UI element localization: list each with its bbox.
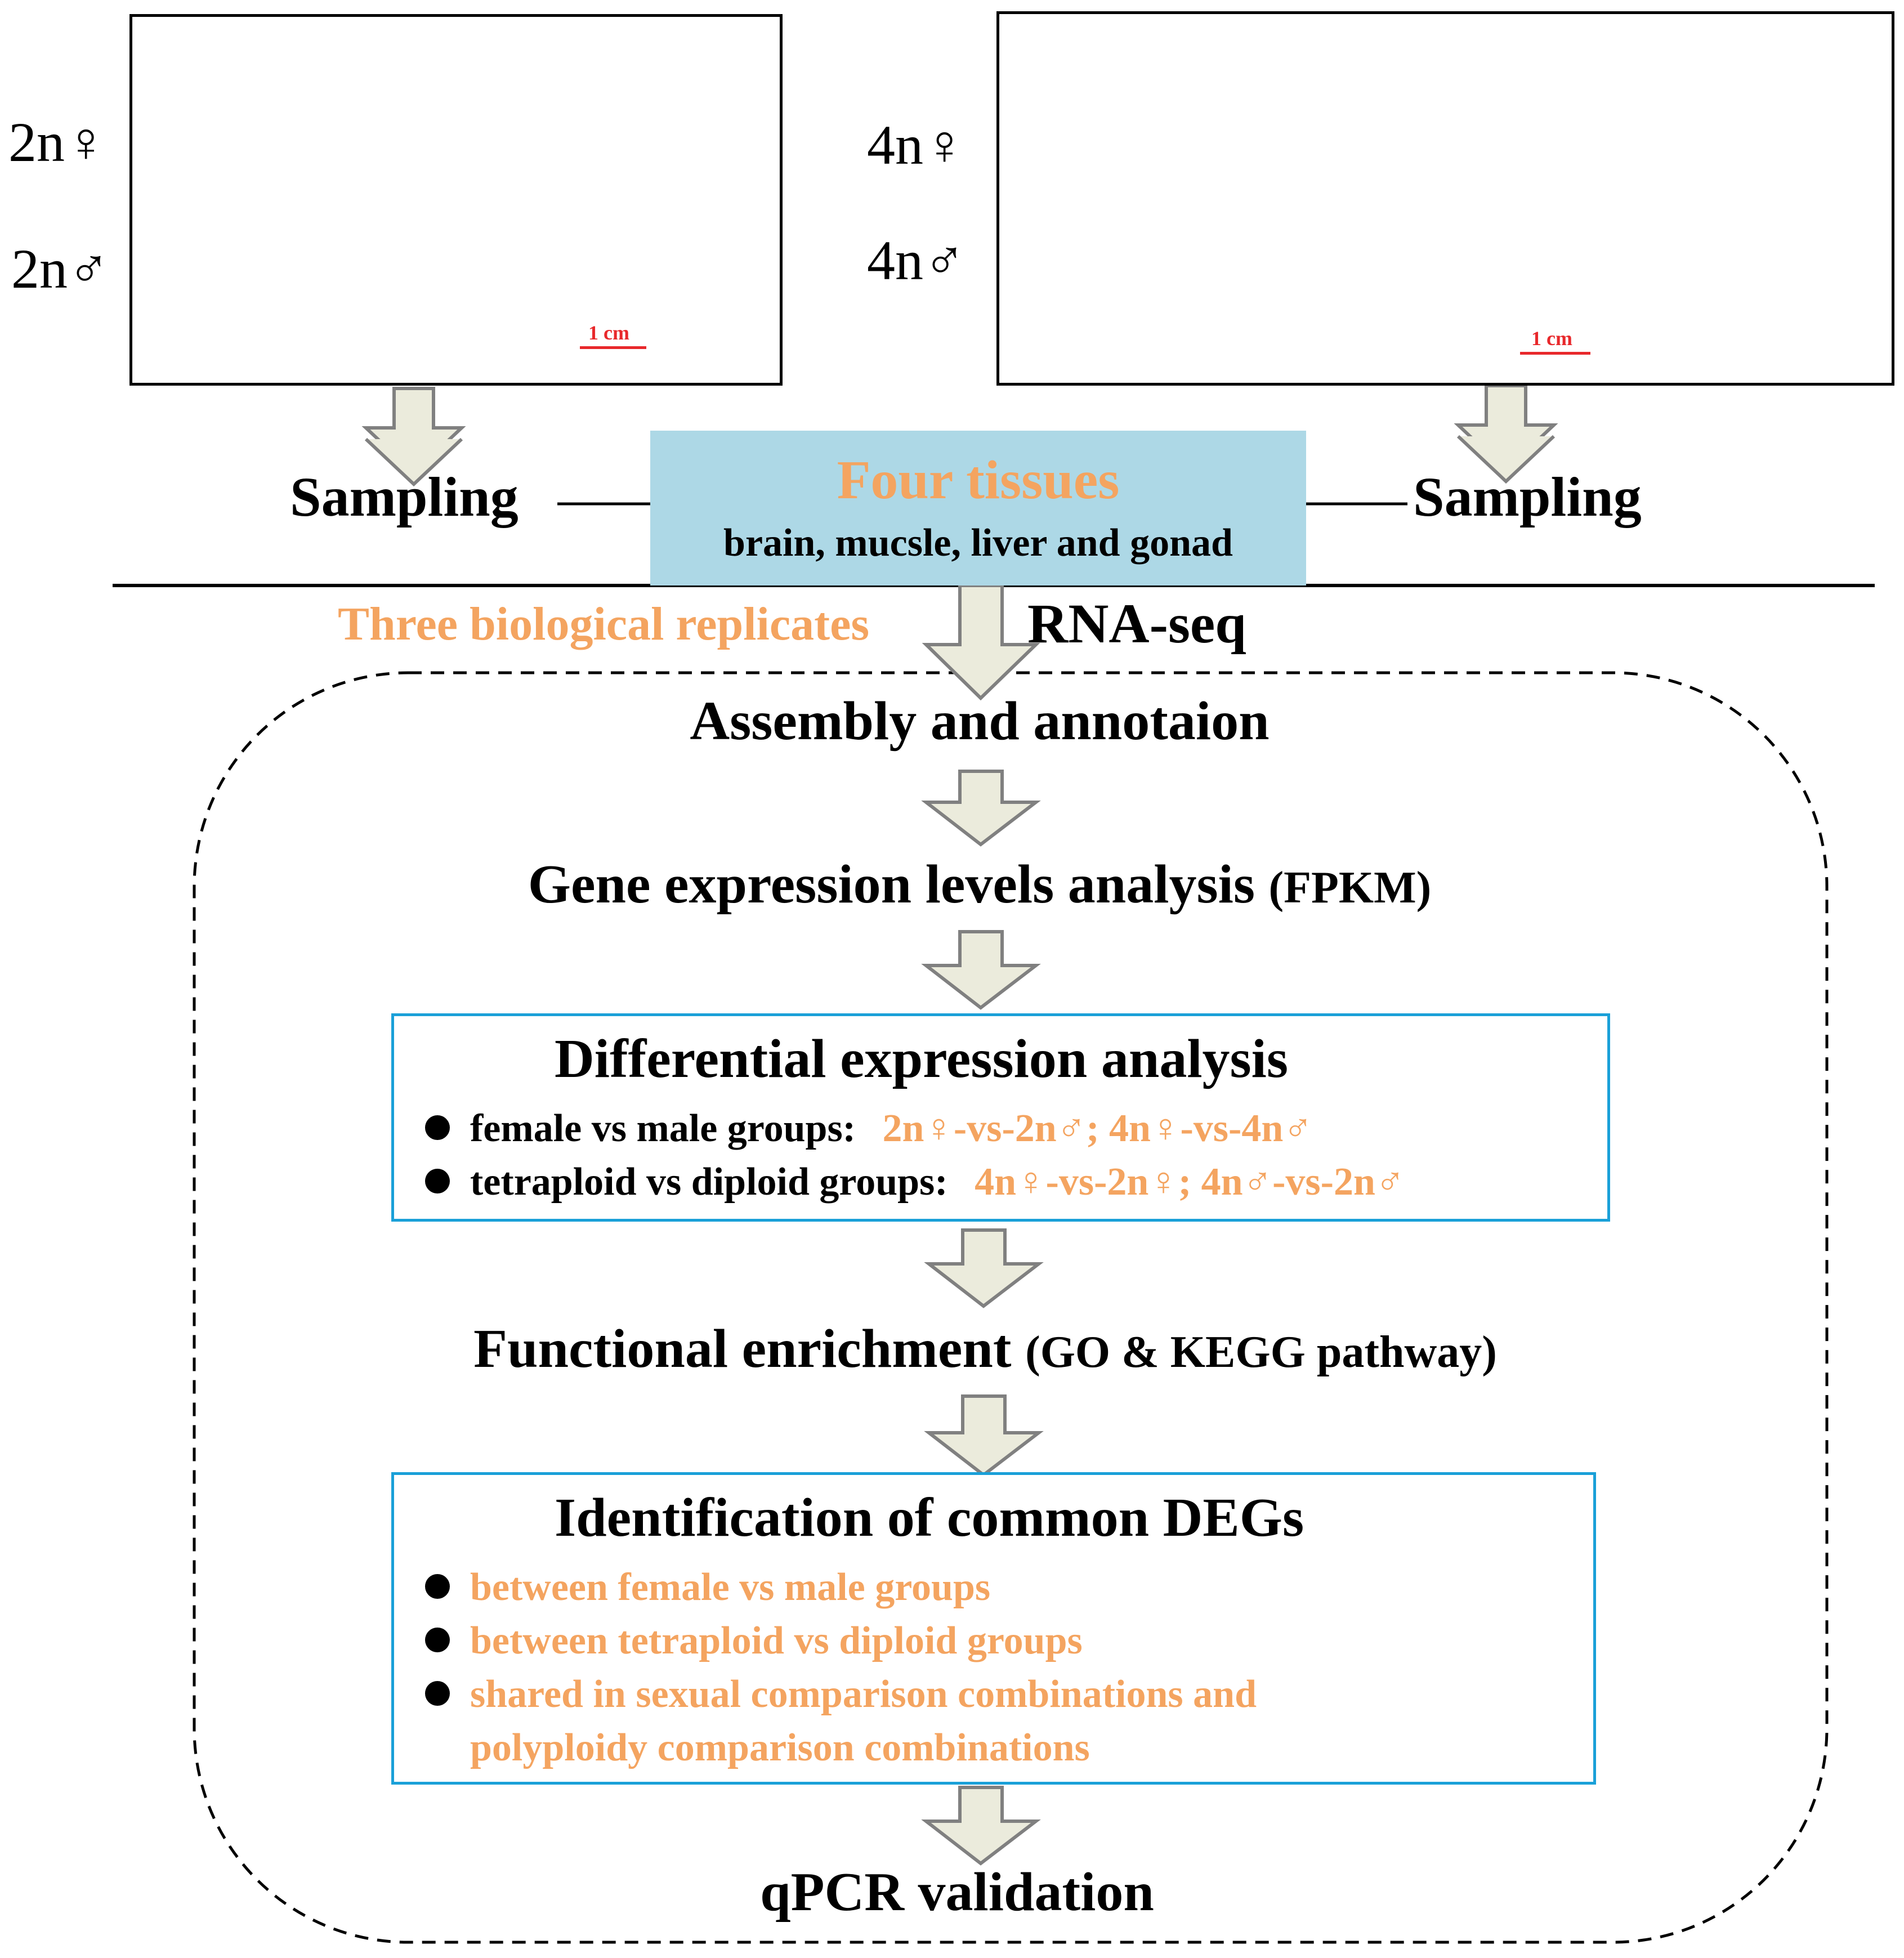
- sampling-right-label: Sampling: [1413, 466, 1642, 528]
- differential-row-ploidy-label: tetraploid vs diploid groups:: [470, 1160, 948, 1204]
- expression-step: Gene expression levels analysis (FPKM): [394, 853, 1565, 916]
- bullet-icon: [425, 1680, 450, 1706]
- arrow-down-icon-functional: [924, 1394, 1044, 1477]
- arrow-down-icon-assembly: [921, 770, 1041, 847]
- expression-step-note: (FPKM): [1268, 863, 1432, 913]
- bullet-icon: [425, 1115, 450, 1140]
- functional-step-main: Functional enrichment: [473, 1318, 1012, 1379]
- arrow-down-icon-rnaseq: [922, 584, 1040, 701]
- tetraploid-male-label: 4n♂: [867, 229, 966, 292]
- arrow-down-icon-sampling-right: [1454, 384, 1558, 484]
- differential-row-sex: female vs male groups: 2n♀-vs-2n♂; 4n♀-v…: [425, 1106, 1313, 1151]
- dashed-frame: [193, 671, 1829, 1944]
- common-degs-title: Identification of common DEGs: [555, 1487, 1304, 1548]
- differential-box: Differential expression analysis female …: [391, 1013, 1610, 1222]
- expression-step-main: Gene expression levels analysis: [528, 854, 1255, 915]
- arrow-down-icon-differential: [924, 1228, 1044, 1308]
- common-item-sex-text: between female vs male groups: [470, 1566, 991, 1609]
- diploid-female-label: 2n♀: [8, 111, 107, 173]
- common-item-ploidy-text: between tetraploid vs diploid groups: [470, 1619, 1083, 1662]
- bullet-icon: [425, 1168, 450, 1193]
- common-item-ploidy: between tetraploid vs diploid groups: [425, 1619, 1083, 1664]
- sampling-left-label: Sampling: [290, 466, 519, 528]
- differential-row-sex-detail: 2n♀-vs-2n♂; 4n♀-vs-4n♂: [882, 1107, 1313, 1150]
- differential-row-sex-label: female vs male groups:: [470, 1107, 856, 1150]
- tissues-subtitle: brain, mucsle, liver and gonad: [723, 521, 1233, 565]
- differential-row-ploidy: tetraploid vs diploid groups: 4n♀-vs-2n♀…: [425, 1160, 1405, 1205]
- tissues-title: Four tissues: [837, 450, 1120, 511]
- diploid-scale-label: 1 cm: [588, 321, 629, 344]
- common-item-sex: between female vs male groups: [425, 1565, 990, 1610]
- diploid-photo-panel: 1 cm: [129, 14, 783, 386]
- common-degs-box: Identification of common DEGs between fe…: [391, 1472, 1596, 1785]
- tetraploid-photo-panel: 1 cm: [996, 11, 1894, 386]
- tetraploid-female-label: 4n♀: [867, 114, 966, 176]
- tissues-box: Four tissues brain, mucsle, liver and go…: [650, 431, 1306, 585]
- diploid-male-label: 2n♂: [11, 238, 110, 300]
- common-item-shared-cont: polyploidy comparison combinations: [470, 1726, 1090, 1769]
- rnaseq-label: RNA-seq: [1027, 592, 1246, 655]
- differential-row-ploidy-detail: 4n♀-vs-2n♀; 4n♂-vs-2n♂: [975, 1160, 1405, 1204]
- arrow-down-icon-expression: [921, 930, 1041, 1010]
- bullet-icon: [425, 1573, 450, 1599]
- arrow-down-icon-sampling-left: [361, 387, 466, 487]
- common-item-shared-text: shared in sexual comparison combinations…: [470, 1673, 1257, 1716]
- assembly-step: Assembly and annotaion: [690, 691, 1270, 752]
- replicates-label: Three biological replicates: [338, 598, 870, 650]
- differential-title: Differential expression analysis: [555, 1029, 1289, 1089]
- bullet-icon: [425, 1627, 450, 1652]
- common-item-shared: shared in sexual comparison combinations…: [425, 1672, 1257, 1717]
- functional-step: Functional enrichment (GO & KEGG pathway…: [338, 1317, 1633, 1380]
- arrow-down-icon-common: [921, 1786, 1041, 1866]
- diploid-scale-bar: [580, 346, 646, 349]
- functional-step-note: (GO & KEGG pathway): [1025, 1327, 1497, 1377]
- tetraploid-scale-label: 1 cm: [1531, 327, 1572, 350]
- qpcr-step: qPCR validation: [760, 1862, 1154, 1923]
- tetraploid-scale-bar: [1520, 352, 1590, 355]
